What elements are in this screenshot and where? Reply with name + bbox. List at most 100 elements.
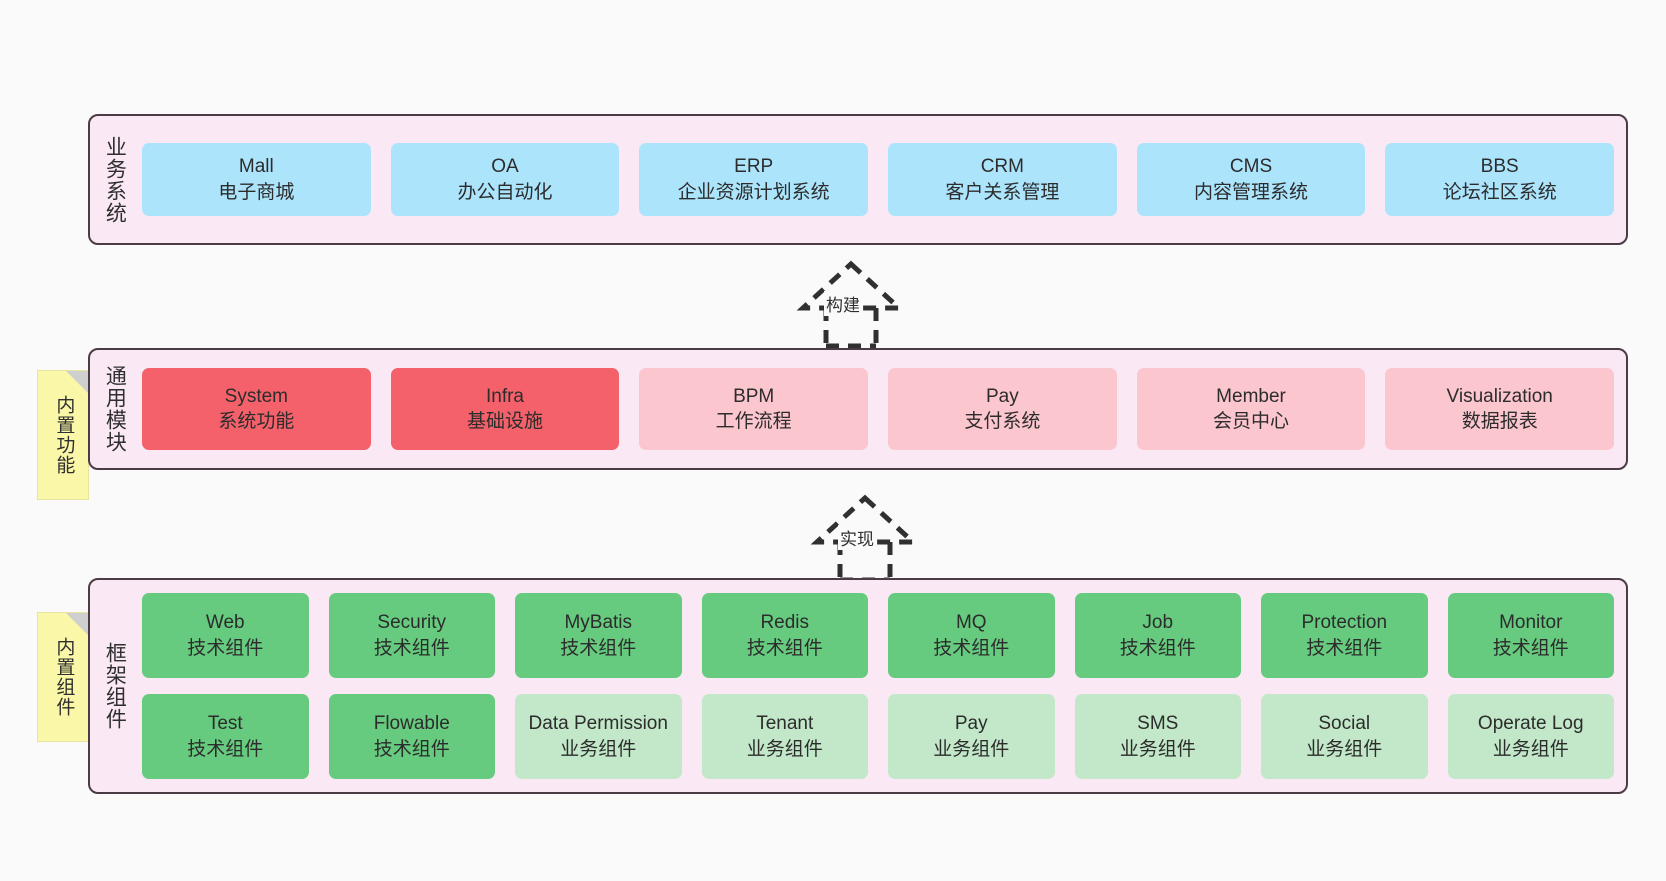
layer-framework-component-title: 框架组件 [103, 642, 127, 730]
cell-test[interactable]: Test 技术组件 [142, 694, 309, 779]
framework-business-row: Test 技术组件 Flowable 技术组件 Data Permission … [142, 694, 1614, 779]
cell-system[interactable]: System 系统功能 [142, 368, 371, 450]
cell-mybatis-cn: 技术组件 [560, 637, 637, 659]
cell-cms-en: CMS [1229, 156, 1273, 178]
note-builtin-function-label: 内置功能 [53, 395, 75, 475]
note-fold-corner-icon [66, 371, 88, 393]
cell-oa-en: OA [491, 156, 519, 178]
cell-redis-cn: 技术组件 [746, 637, 823, 659]
cell-operate-log[interactable]: Operate Log 业务组件 [1447, 694, 1614, 779]
cell-security-cn: 技术组件 [373, 637, 450, 659]
framework-tech-row: Web 技术组件 Security 技术组件 MyBatis 技术组件 Redi… [142, 593, 1614, 678]
cell-social-en: Social [1318, 713, 1371, 735]
cell-test-cn: 技术组件 [187, 738, 264, 760]
cell-flowable-en: Flowable [373, 713, 450, 735]
cell-mq-cn: 技术组件 [933, 637, 1010, 659]
cell-job-en: Job [1142, 612, 1174, 634]
layer-common-module-title: 通用模块 [103, 365, 127, 453]
cell-web[interactable]: Web 技术组件 [142, 593, 309, 678]
cell-mq-en: MQ [955, 612, 987, 634]
cell-infra[interactable]: Infra 基础设施 [390, 368, 620, 450]
cell-social-cn: 业务组件 [1306, 738, 1383, 760]
connector-build-label: 构建 [824, 291, 862, 316]
cell-mybatis[interactable]: MyBatis 技术组件 [515, 593, 682, 678]
note-builtin-function: 内置功能 [37, 370, 89, 500]
cell-pay-module[interactable]: Pay 支付系统 [888, 368, 1117, 450]
cell-cms[interactable]: CMS 内容管理系统 [1136, 143, 1366, 216]
layer-common-module: 通用模块 System 系统功能 Infra 基础设施 BPM 工作流程 Pay… [88, 348, 1628, 470]
cell-redis[interactable]: Redis 技术组件 [701, 593, 868, 678]
cell-social[interactable]: Social 业务组件 [1261, 694, 1428, 779]
cell-job[interactable]: Job 技术组件 [1074, 593, 1241, 678]
cell-visualization-cn: 数据报表 [1461, 411, 1538, 432]
cell-web-cn: 技术组件 [187, 637, 264, 659]
layer-common-module-body: System 系统功能 Infra 基础设施 BPM 工作流程 Pay 支付系统… [138, 350, 1626, 468]
cell-bpm[interactable]: BPM 工作流程 [639, 368, 869, 450]
layer-business-system-body: Mall 电子商城 OA 办公自动化 ERP 企业资源计划系统 CRM 客户关系… [138, 116, 1626, 243]
cell-bpm-cn: 工作流程 [715, 411, 792, 432]
cell-monitor-cn: 技术组件 [1492, 637, 1569, 659]
cell-flowable[interactable]: Flowable 技术组件 [328, 694, 495, 779]
cell-oa-cn: 办公自动化 [457, 181, 553, 203]
cell-mall-en: Mall [238, 156, 274, 178]
cell-mq[interactable]: MQ 技术组件 [888, 593, 1055, 678]
business-system-row: Mall 电子商城 OA 办公自动化 ERP 企业资源计划系统 CRM 客户关系… [142, 143, 1615, 216]
cell-data-permission-cn: 业务组件 [560, 738, 637, 760]
cell-mall[interactable]: Mall 电子商城 [142, 143, 371, 216]
cell-mall-cn: 电子商城 [218, 181, 295, 203]
cell-pay-module-en: Pay [985, 385, 1019, 407]
cell-data-permission[interactable]: Data Permission 业务组件 [515, 694, 682, 779]
cell-test-en: Test [207, 713, 243, 735]
cell-security[interactable]: Security 技术组件 [328, 593, 495, 678]
cell-sms-en: SMS [1137, 713, 1179, 735]
layer-business-system: 业务系统 Mall 电子商城 OA 办公自动化 ERP 企业资源计划系统 CRM… [88, 114, 1628, 245]
connector-build: 构建 [756, 258, 946, 349]
cell-pay-module-cn: 支付系统 [964, 411, 1041, 432]
cell-protection[interactable]: Protection 技术组件 [1261, 593, 1428, 678]
cell-operate-log-cn: 业务组件 [1492, 738, 1569, 760]
cell-oa[interactable]: OA 办公自动化 [390, 143, 620, 216]
cell-visualization-en: Visualization [1446, 385, 1553, 407]
cell-sms-cn: 业务组件 [1119, 738, 1196, 760]
cell-sms[interactable]: SMS 业务组件 [1074, 694, 1241, 779]
cell-pay-component[interactable]: Pay 业务组件 [888, 694, 1055, 779]
cell-system-cn: 系统功能 [218, 411, 295, 432]
cell-redis-en: Redis [760, 612, 810, 634]
cell-bbs[interactable]: BBS 论坛社区系统 [1385, 143, 1615, 216]
cell-bbs-en: BBS [1480, 156, 1519, 178]
note-builtin-component-label: 内置组件 [53, 637, 75, 717]
cell-pay-component-en: Pay [954, 713, 988, 735]
cell-system-en: System [224, 385, 289, 407]
cell-bpm-en: BPM [733, 385, 775, 407]
cell-tenant[interactable]: Tenant 业务组件 [701, 694, 868, 779]
layer-framework-component: 框架组件 Web 技术组件 Security 技术组件 MyBatis 技术组件… [88, 578, 1628, 794]
cell-protection-cn: 技术组件 [1306, 637, 1383, 659]
cell-crm[interactable]: CRM 客户关系管理 [888, 143, 1117, 216]
connector-implement: 实现 [770, 492, 960, 583]
cell-member[interactable]: Member 会员中心 [1136, 368, 1366, 450]
cell-bbs-cn: 论坛社区系统 [1442, 181, 1557, 203]
cell-data-permission-en: Data Permission [528, 713, 668, 735]
cell-pay-component-cn: 业务组件 [933, 738, 1010, 760]
cell-flowable-cn: 技术组件 [373, 738, 450, 760]
cell-operate-log-en: Operate Log [1477, 713, 1584, 735]
cell-member-cn: 会员中心 [1213, 411, 1290, 432]
cell-tenant-cn: 业务组件 [746, 738, 823, 760]
common-module-row: System 系统功能 Infra 基础设施 BPM 工作流程 Pay 支付系统… [142, 368, 1615, 450]
cell-erp-en: ERP [734, 156, 774, 178]
cell-mybatis-en: MyBatis [564, 612, 633, 634]
cell-visualization[interactable]: Visualization 数据报表 [1385, 368, 1615, 450]
cell-member-en: Member [1216, 385, 1286, 407]
cell-infra-en: Infra [485, 385, 525, 407]
cell-web-en: Web [205, 612, 245, 634]
note-builtin-component: 内置组件 [37, 612, 89, 742]
cell-erp[interactable]: ERP 企业资源计划系统 [639, 143, 869, 216]
cell-monitor[interactable]: Monitor 技术组件 [1447, 593, 1614, 678]
cell-tenant-en: Tenant [756, 713, 814, 735]
cell-erp-cn: 企业资源计划系统 [677, 181, 830, 203]
cell-security-en: Security [377, 612, 447, 634]
cell-crm-cn: 客户关系管理 [945, 181, 1060, 203]
cell-crm-en: CRM [980, 156, 1024, 178]
cell-protection-en: Protection [1301, 612, 1388, 634]
